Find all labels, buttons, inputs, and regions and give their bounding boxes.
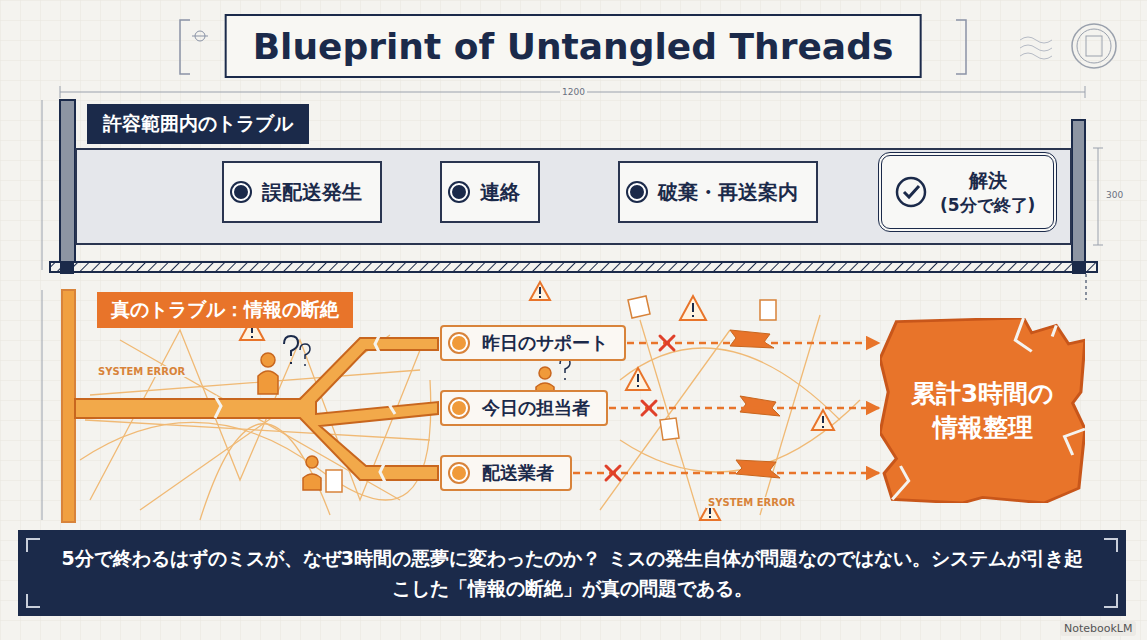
cross-mark: [642, 401, 656, 415]
check-circle: [897, 178, 925, 206]
process-box: 破棄・再送案内: [618, 161, 818, 223]
node-sublabel: (5分で終了): [940, 194, 1035, 217]
node-label: 配送業者: [482, 461, 554, 485]
corner-bracket: [1104, 538, 1118, 552]
cross-mark: [606, 466, 620, 480]
caption-bar: 5分で終わるはずのミスが、なぜ3時間の悪夢に変わったのか？ ミスの発生自体が問題…: [18, 530, 1126, 616]
stage-band: 許容範囲内のトラブル誤配送発生連絡破棄・再送案内解決(5分で終了): [75, 148, 1072, 245]
node-label: 解決: [969, 168, 1007, 194]
node-dot: [232, 183, 250, 201]
process-box: 誤配送発生: [222, 161, 382, 223]
result-box: 解決(5分で終了): [878, 152, 1057, 232]
block-outline: [880, 318, 1085, 503]
node-dot: [450, 464, 468, 482]
broken-flow-arrow: [573, 472, 879, 475]
dimension-label: 1200: [560, 87, 587, 97]
watermark: NotebookLM: [1060, 621, 1136, 636]
dimension-label: 300: [1104, 190, 1125, 200]
node-label: 誤配送発生: [262, 179, 362, 206]
check-mark: [904, 186, 919, 197]
corner-bracket: [1104, 594, 1118, 608]
section-region: 真のトラブル：情報の断絶昨日のサポート今日の担当者配送業者 累計3時間の情報整理: [75, 288, 1105, 520]
corner-bracket: [26, 538, 40, 552]
node-label: 破棄・再送案内: [658, 179, 798, 206]
block-cracks: [892, 318, 1085, 499]
error-tag: SYSTEM ERROR: [96, 366, 187, 377]
party-label-box: 今日の担当者: [440, 390, 608, 426]
diagram-title: Blueprint of Untangled Threads: [225, 14, 922, 78]
check-icon: [894, 175, 928, 209]
node-dot: [450, 183, 468, 201]
node-label: 累計3時間の情報整理: [906, 377, 1059, 445]
caption-text: 5分で終わるはずのミスが、なぜ3時間の悪夢に変わったのか？ ミスの発生自体が問題…: [58, 543, 1086, 604]
node-label: 今日の担当者: [482, 396, 590, 420]
node-dot: [450, 399, 468, 417]
cracked-block: 累計3時間の情報整理: [880, 318, 1085, 503]
party-label-box: 昨日のサポート: [440, 325, 626, 361]
process-box: 連絡: [440, 161, 540, 223]
party-label-box: 配送業者: [440, 455, 572, 491]
error-tag: SYSTEM ERROR: [706, 497, 797, 508]
cross-mark: [660, 336, 674, 350]
node-label: 昨日のサポート: [482, 331, 608, 355]
cracked-block-shape: [880, 318, 1085, 503]
node-label: 真のトラブル：情報の断絶: [97, 292, 353, 328]
node-label: 許容範囲内のトラブル: [87, 104, 309, 144]
node-dot: [450, 334, 468, 352]
node-dot: [628, 183, 646, 201]
node-label: 連絡: [480, 179, 520, 206]
corner-bracket: [26, 594, 40, 608]
